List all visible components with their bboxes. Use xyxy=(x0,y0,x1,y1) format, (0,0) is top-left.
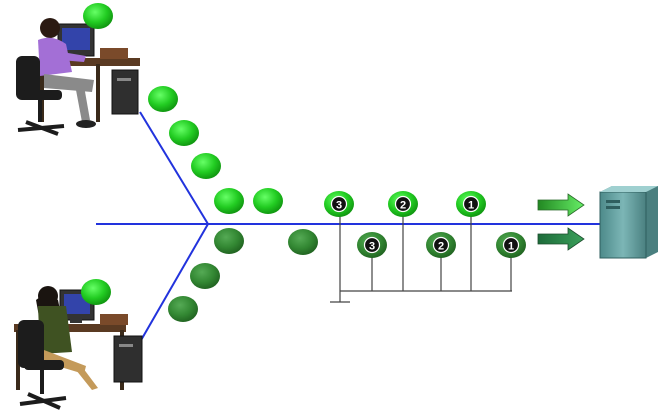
arrow-right-icon xyxy=(537,227,585,251)
packets-bottom-user xyxy=(81,228,318,322)
packet xyxy=(168,296,198,322)
mux-bus xyxy=(330,212,512,303)
packet xyxy=(191,153,221,179)
packet-label-top-2: 2 xyxy=(400,200,406,212)
network-links xyxy=(96,111,600,343)
packet xyxy=(190,263,220,289)
link-top-user xyxy=(139,111,209,225)
packet-label-bottom-3: 3 xyxy=(369,241,375,253)
server-icon xyxy=(599,186,658,259)
packet-label-top-3: 3 xyxy=(336,200,342,212)
packet xyxy=(253,188,283,214)
packet xyxy=(169,120,199,146)
packet-label-bottom-2: 2 xyxy=(438,241,444,253)
packet-label-top-1: 1 xyxy=(468,200,474,212)
packets-top-user xyxy=(83,3,283,214)
multiplexed-packets: 3 2 1 3 2 1 xyxy=(324,191,526,258)
arrow-right-icon xyxy=(537,193,585,217)
packet xyxy=(83,3,113,29)
workstation-man-icon xyxy=(16,18,140,136)
packet-label-bottom-1: 1 xyxy=(508,241,514,253)
packet xyxy=(148,86,178,112)
packet xyxy=(288,229,318,255)
link-bottom-user xyxy=(139,223,209,343)
packet xyxy=(214,188,244,214)
packet xyxy=(214,228,244,254)
workstation-woman-icon xyxy=(14,286,143,410)
packet xyxy=(81,279,111,305)
data-arrows xyxy=(537,193,585,251)
